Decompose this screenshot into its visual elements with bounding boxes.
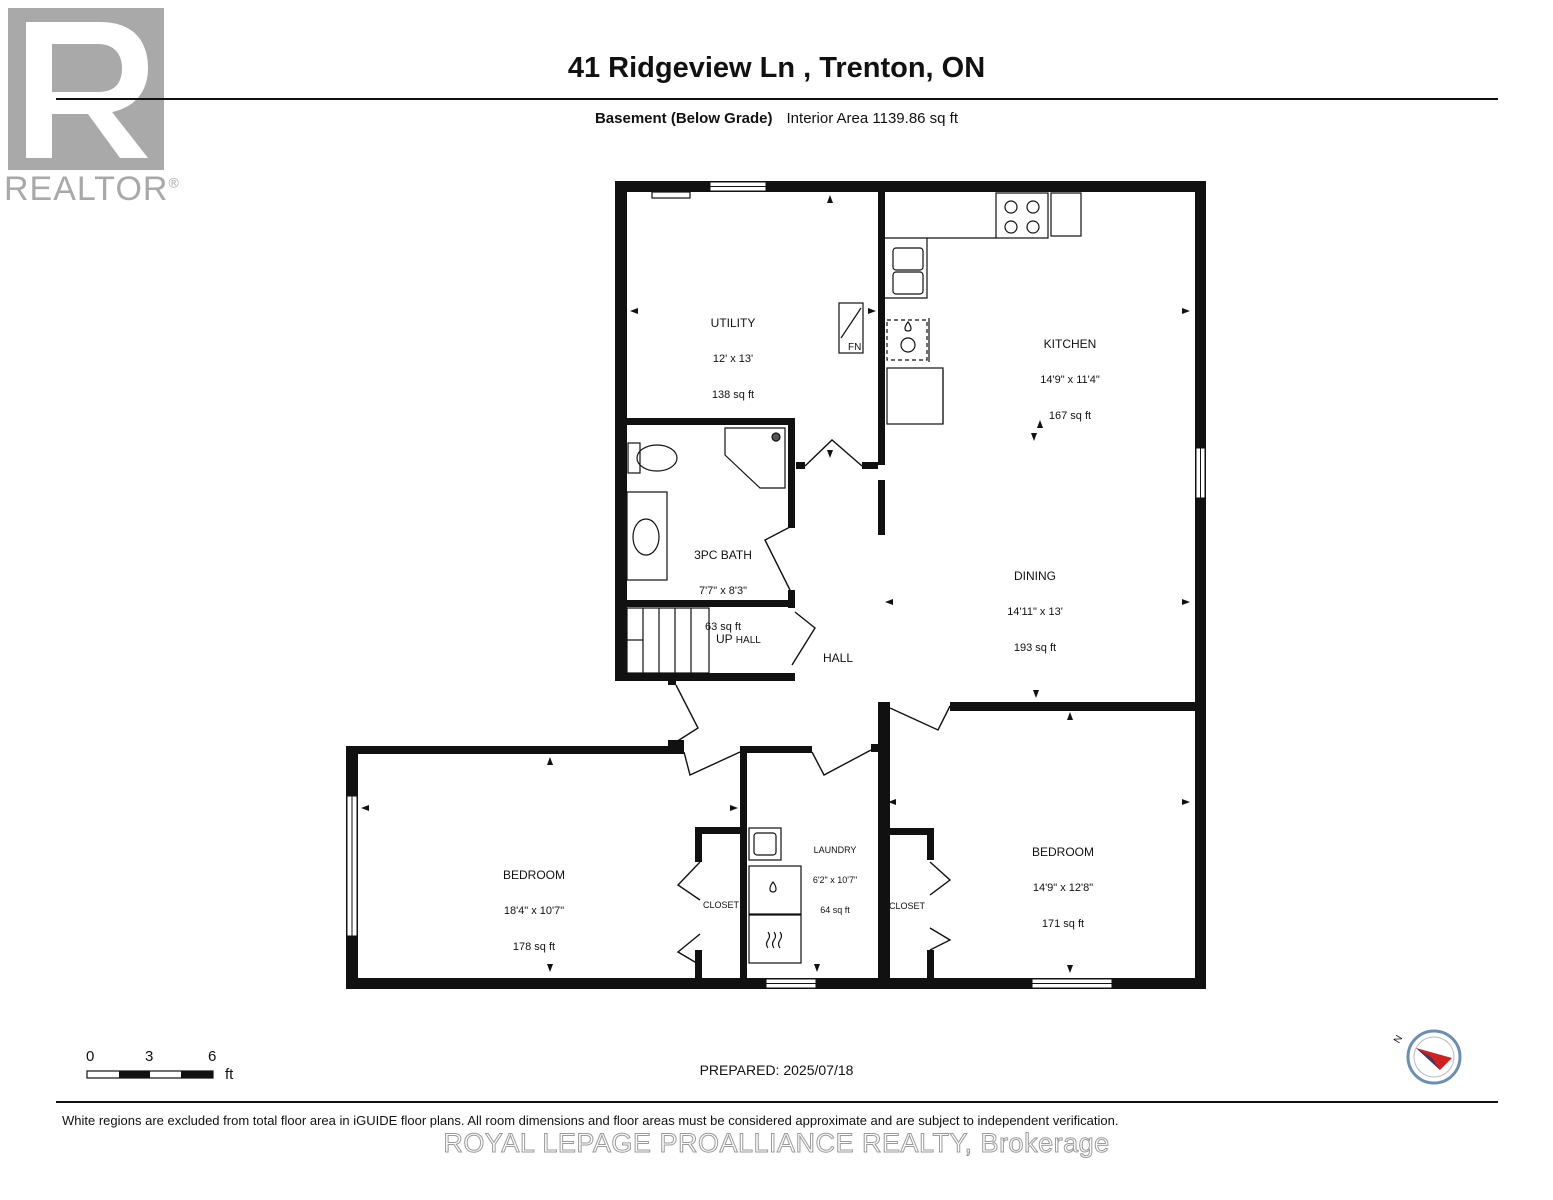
wall-laundry-top [740,746,812,753]
compass-icon [1406,1029,1462,1085]
dryer [748,914,802,964]
wall-bath-top [627,418,795,425]
interior-area: Interior Area 1139.86 sq ft [786,110,959,127]
room-kitchen: KITCHEN 14'9" x 11'4" 167 sq ft [1040,337,1100,422]
realtor-wordmark: REALTOR® [4,170,180,208]
door-laundry [811,749,872,776]
door-utility [804,439,863,467]
wall-closet-right-top [890,828,934,835]
door-stair [791,611,816,666]
scale-unit: ft [225,1066,234,1083]
page-title: 41 Ridgeview Ln , Trenton, ON [567,52,986,84]
scale-bar [86,1070,214,1079]
room-bedroom-left: BEDROOM 18'4" x 10'7" 178 sq ft [502,868,565,953]
fridge-cabinet [1050,192,1082,237]
vanity-sink [632,518,660,556]
vanity [626,491,668,581]
toilet-tank [627,442,641,474]
floor-subtitle: Basement (Below Grade) Interior Area 1139… [0,110,1553,127]
panel [651,191,691,199]
footer-divider [56,1101,1498,1103]
closet-left-label: CLOSET [703,900,740,910]
wall-utility-kitchen [878,192,885,465]
room-laundry: LAUNDRY 6'2" x 10'7" 64 sq ft [812,845,858,915]
counter-peninsula [886,367,944,425]
scale-tick-0: 0 [86,1048,95,1065]
sink-basin [892,247,924,271]
wall-right [1195,181,1206,989]
wall-laundry-left [740,746,747,982]
door-closet-left-b [676,933,701,966]
shower [724,427,786,489]
door-bedroom-left [683,751,741,776]
wall-bath-bottom [627,600,795,607]
wall-top [615,181,1206,192]
door-closet-left-a [676,861,701,901]
room-bath: 3PC BATH 7'7" x 8'3" 63 sq ft [694,548,752,633]
door-bath [764,526,791,591]
room-dining: DINING 14'11" x 13' 193 sq ft [1007,569,1063,654]
stove [995,192,1049,239]
brokerage-watermark: ROYAL LEPAGE PROALLIANCE REALTY, Brokera… [443,1128,1110,1159]
furnace-label: FN [848,342,862,353]
wall-bedroom-right-top [950,702,1200,711]
disclaimer: White regions are excluded from total fl… [62,1113,1119,1128]
wall-left-upper [615,181,627,681]
room-bedroom-right: BEDROOM 14'9" x 12'8" 171 sq ft [1031,845,1094,930]
realtor-r-logo [8,8,164,170]
door-bedroom-right [889,705,951,731]
wall-closet-left-top [695,827,747,834]
floor-level: Basement (Below Grade) [594,110,773,127]
furnace [838,302,864,354]
prepared-date: PREPARED: 2025/07/18 [699,1062,854,1078]
door-closet-right-b [929,927,952,951]
door-closet-right-a [929,861,952,896]
counter-sink [885,237,928,299]
stairs [626,607,710,674]
stair-label: UP HALL [716,632,761,646]
wall-bedroom-top [346,746,684,754]
washer [748,865,802,915]
dimension-arrows [361,195,1190,973]
room-hall: HALL [822,651,854,665]
toilet-bowl [636,444,678,472]
laundry-sink [748,827,782,861]
room-utility: UTILITY 12' x 13' 138 sq ft [710,316,756,401]
scale-tick-6: 6 [208,1048,217,1065]
header-divider [56,98,1498,100]
scale-tick-3: 3 [145,1048,154,1065]
dishwasher [886,319,928,361]
closet-right-label: CLOSET [889,901,926,911]
wall-stair-bottom [615,673,795,681]
wall-center-lower [878,702,890,982]
door-hall [675,684,699,743]
